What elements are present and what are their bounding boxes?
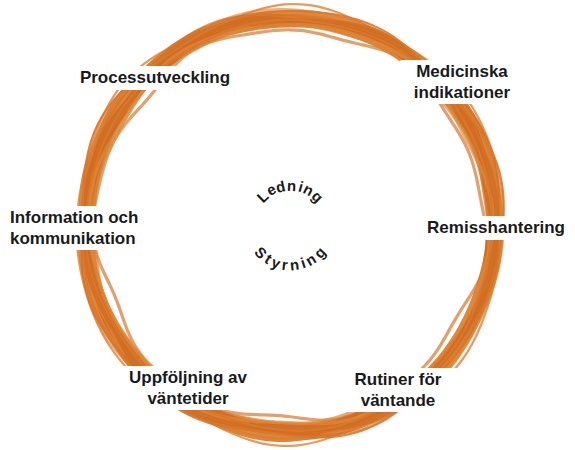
curved-letter: r — [281, 257, 289, 273]
center-heading: Styrning — [230, 227, 350, 287]
curved-letter: n — [287, 177, 297, 192]
center-heading: Ledning — [230, 163, 350, 223]
cycle-step-label: Rutiner för väntande — [333, 368, 463, 413]
curved-letter: n — [289, 257, 300, 273]
cycle-step-label: Medicinska indikationer — [399, 60, 525, 105]
cycle-step-label: Uppföljning av väntetider — [113, 366, 263, 411]
curved-letter: d — [275, 178, 287, 195]
cycle-step-label: Processutveckling — [76, 66, 234, 89]
cycle-step-label: Information och kommunikation — [6, 206, 156, 251]
cycle-step-label: Remisshantering — [423, 216, 569, 239]
